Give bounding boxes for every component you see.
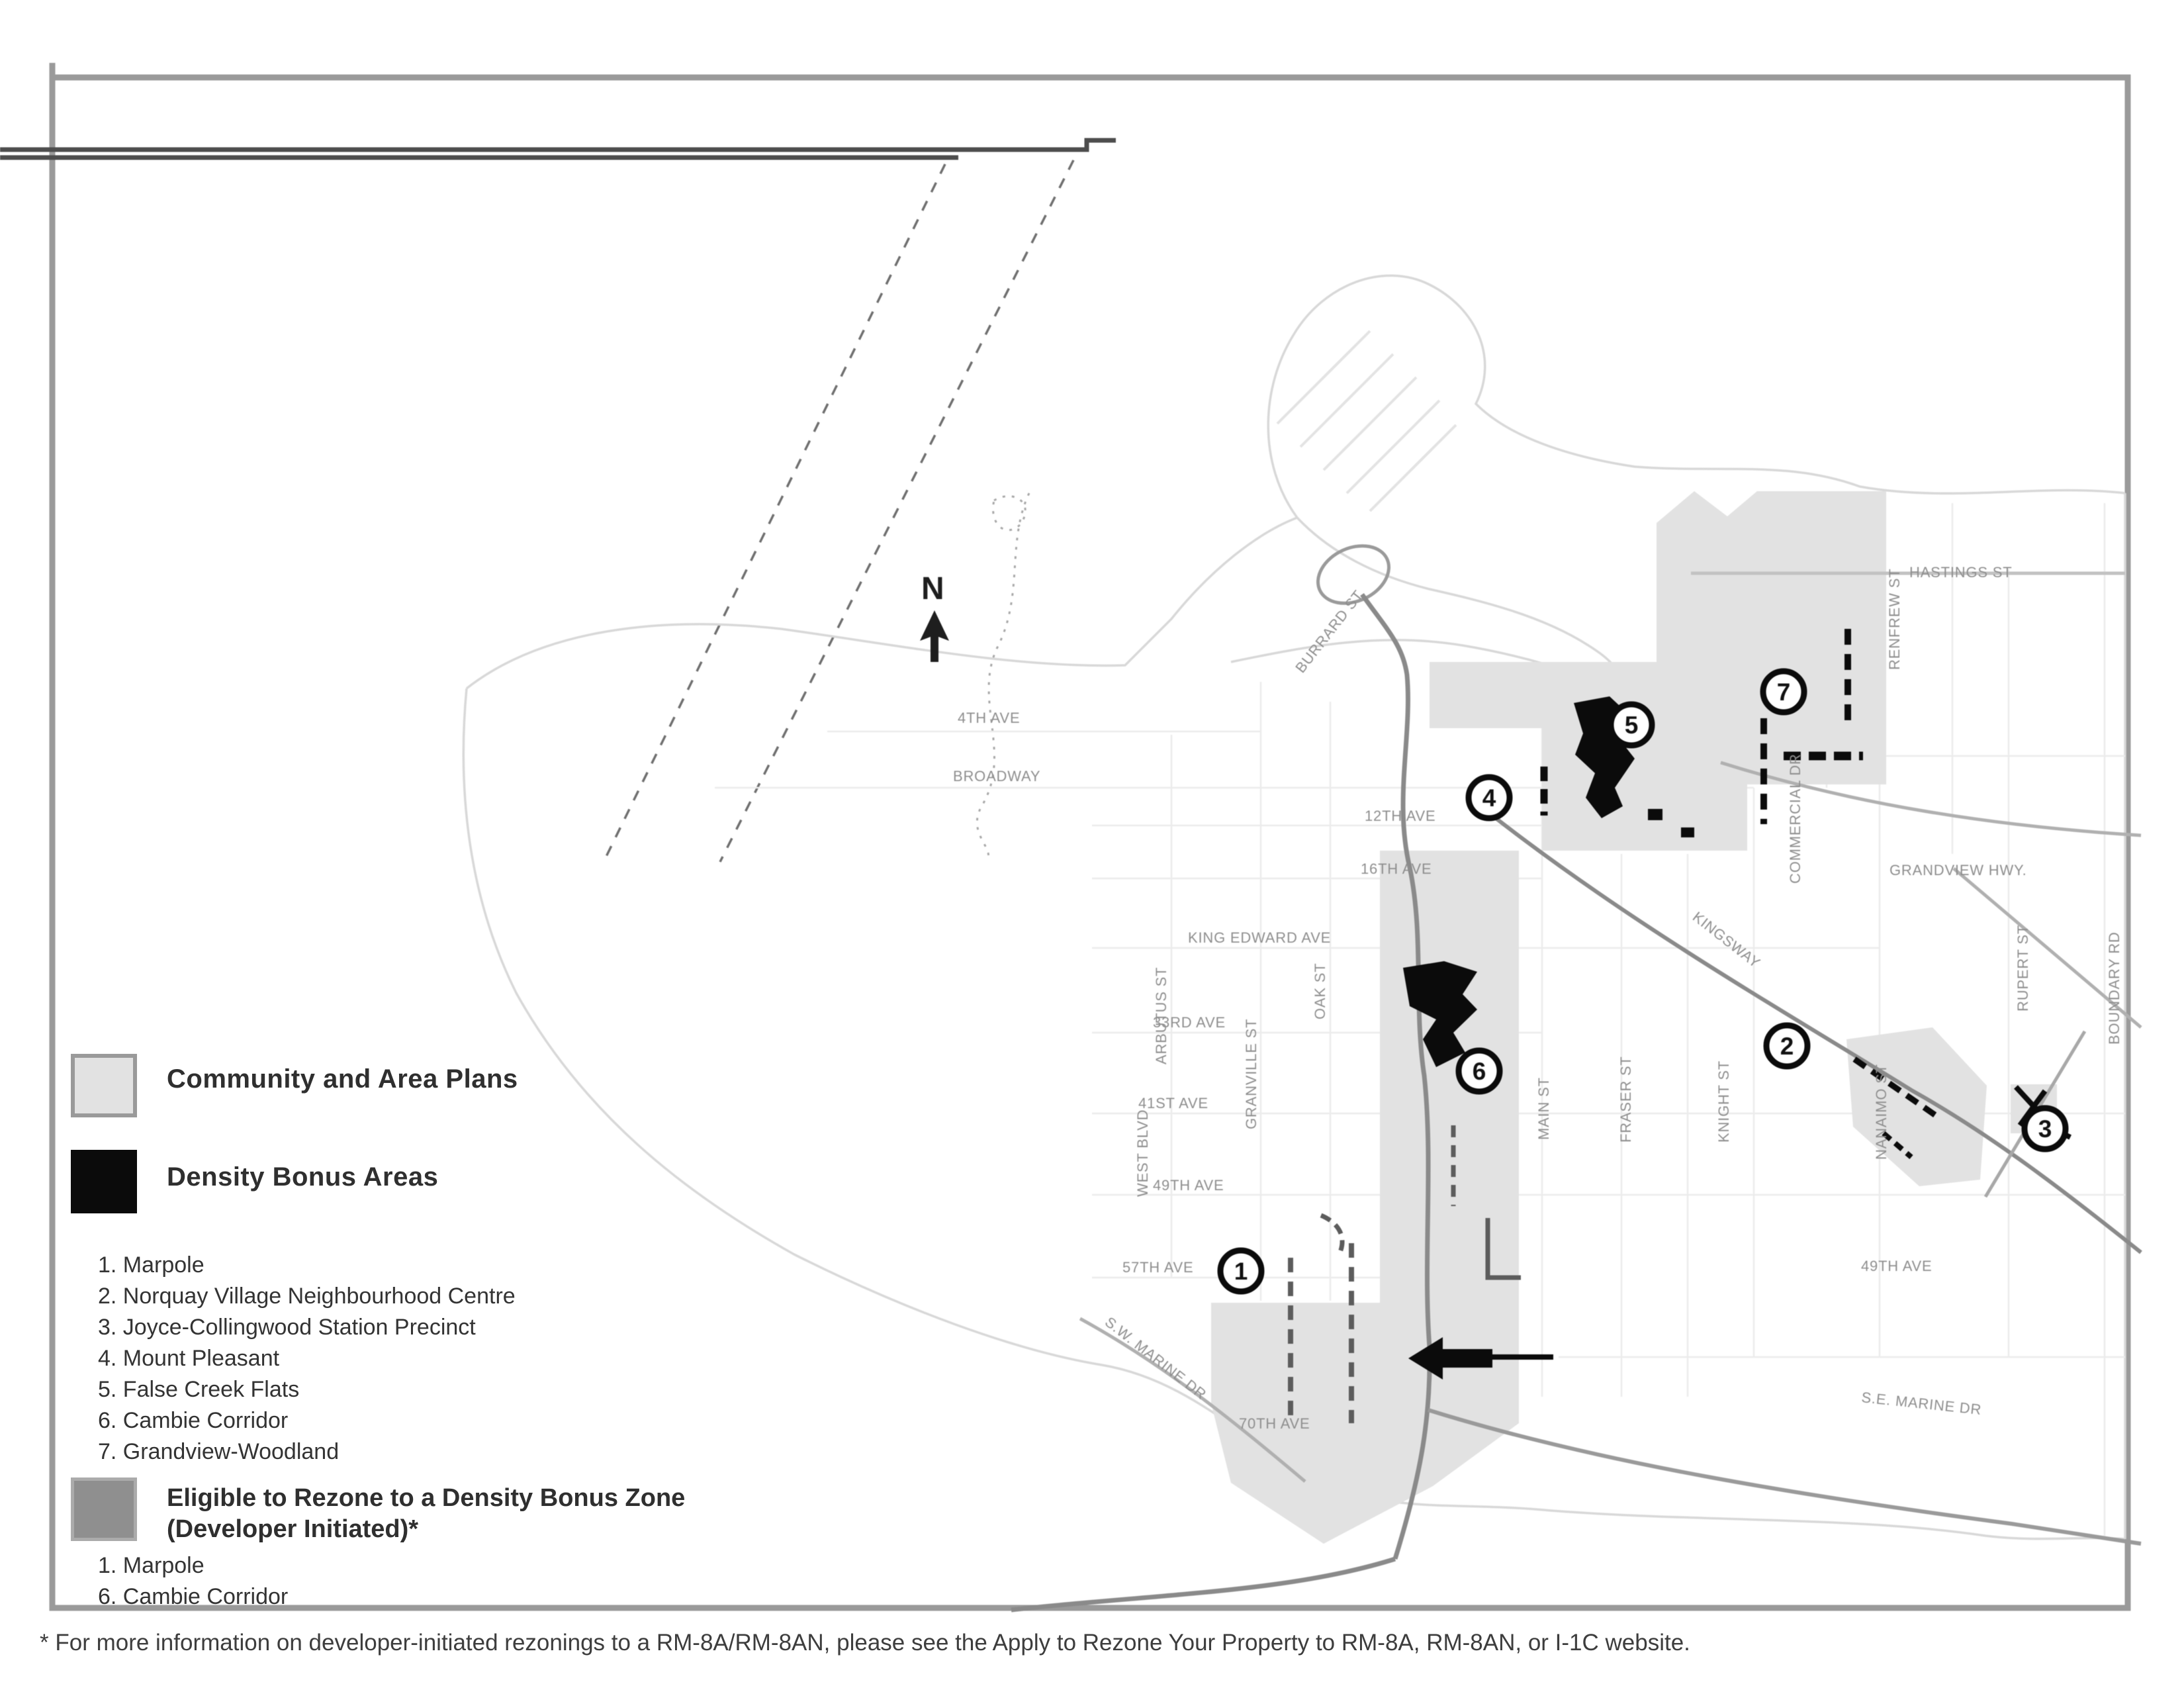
area-norquay [1846,1027,1987,1186]
marker-number: 7 [1777,679,1791,706]
north-arrow-glyph [920,610,949,662]
area-marker-5: 5 [1608,701,1655,749]
eligible-label-line1: Eligible to Rezone to a Density Bonus Zo… [167,1484,686,1512]
marker-number: 2 [1780,1033,1794,1060]
street-label: HASTINGS ST [1909,564,2013,581]
area-marker-3: 3 [2021,1105,2069,1152]
header-rules [0,138,1116,160]
street-label: BOUNDARY RD [2106,931,2122,1045]
marker-circle [1608,701,1655,749]
street-label: GRANDVIEW HWY. [1889,862,2027,878]
road-grandview-hwy [1720,761,2142,837]
legend-list-item: 4. Mount Pleasant [98,1346,280,1371]
legend-list-item: 7. Grandview-Woodland [98,1439,340,1464]
street-label: S.W. MARINE DR [1102,1313,1210,1403]
street-label: S.E. MARINE DR [1860,1389,1982,1418]
legend-swatch-density [71,1150,137,1213]
area-marker-7: 7 [1760,668,1807,716]
marker-circle [1217,1247,1265,1295]
dashed-cut-lines [602,160,1075,863]
street-label: GRANVILLE ST [1243,1019,1259,1129]
area-mount-pleasant [1430,662,1542,728]
street-label: MAIN ST [1535,1077,1552,1140]
street-label: 33RD AVE [1153,1014,1226,1031]
marker-number: 3 [2038,1115,2052,1143]
marker-circle [2021,1105,2069,1152]
area-marpole [1211,1303,1433,1544]
area-marker-4: 4 [1465,774,1513,821]
marker-circle [1455,1047,1503,1095]
street-label: 49TH AVE [1153,1177,1224,1194]
db-marine-gateway [1408,1337,1492,1380]
street-label: 41ST AVE [1138,1095,1208,1111]
legend-list-item: 2. Norquay Village Neighbourhood Centre [98,1284,516,1309]
street-label: KNIGHT ST [1715,1060,1732,1143]
north-arrow: N [920,571,949,662]
major-roads [1011,544,2142,1613]
legend-list-item: 3. Joyce-Collingwood Station Precinct [98,1315,476,1340]
street-label: 4TH AVE [958,710,1020,726]
area-marker-2: 2 [1763,1022,1811,1070]
eligible-rezone-streets [1288,1125,1521,1423]
marker-circle [1763,1022,1811,1070]
street-label: COMMERCIAL DR [1787,753,1803,884]
marker-circle [1760,668,1807,716]
eligible-label-line2: (Developer Initiated)* [167,1515,419,1543]
downtown-streets [1276,330,1457,512]
street-label: 16TH AVE [1361,861,1432,877]
legend-eligible-list: 1. Marpole 6. Cambie Corridor [98,1550,288,1613]
area-markers: 1 2 3 4 5 6 7 [1217,668,2069,1295]
north-label: N [921,571,944,606]
street-label: 49TH AVE [1861,1258,1932,1274]
street-label: RENFREW ST [1886,569,1903,670]
street-label: 57TH AVE [1122,1259,1193,1276]
legend-list-item: 6. Cambie Corridor [98,1584,289,1609]
street-label: BROADWAY [953,768,1040,784]
street-label: 70TH AVE [1239,1415,1310,1432]
db-oakridge [1403,961,1477,1067]
legend-label-density: Density Bonus Areas [167,1162,439,1192]
street-label: NANAIMO ST [1873,1064,1889,1160]
road-cambie [1360,592,1432,1560]
area-false-creek-flats [1542,662,1747,851]
legend-list-item: 1. Marpole [98,1252,205,1278]
legend-list-item: 1. Marpole [98,1553,205,1578]
marker-number: 5 [1625,712,1639,739]
street-label: RUPERT ST [2015,925,2031,1011]
road-grandview-branch [1952,867,2142,1029]
marker-circle [1465,774,1513,821]
street-label: OAK ST [1312,963,1328,1020]
community-plan-areas [1211,491,2057,1544]
legend-label-community: Community and Area Plans [167,1064,518,1094]
legend-list-item: 6. Cambie Corridor [98,1408,289,1433]
street-label: KING EDWARD AVE [1188,929,1331,946]
legend-plan-area-list: 1. Marpole 2. Norquay Village Neighbourho… [98,1250,516,1468]
street-label: WEST BLVD [1134,1109,1151,1197]
map-frame-border [49,74,2131,1611]
street-label: ARBUTUS ST [1153,967,1169,1064]
road-sw-marine [1079,1317,1306,1483]
area-marker-1: 1 [1217,1247,1265,1295]
area-cambie-corridor [1380,851,1519,1486]
street-label: FRASER ST [1617,1056,1634,1143]
marker-number: 4 [1482,784,1496,812]
footnote: * For more information on developer-init… [40,1630,1690,1656]
legend-list-item: 5. False Creek Flats [98,1377,300,1402]
road-kingsway [1491,814,2142,1254]
road-marine-west [1011,1556,1396,1613]
legend-swatch-community [71,1054,137,1117]
road-se-marine [1428,1408,2142,1546]
dotted-shoreline [976,492,1030,861]
street-label: 12TH AVE [1365,808,1435,824]
marker-number: 1 [1234,1258,1248,1285]
marker-number: 6 [1473,1058,1486,1085]
legend-swatch-eligible [71,1477,137,1541]
area-marker-6: 6 [1455,1047,1503,1095]
legend-label-eligible: Eligible to Rezone to a Density Bonus Zo… [167,1483,685,1545]
